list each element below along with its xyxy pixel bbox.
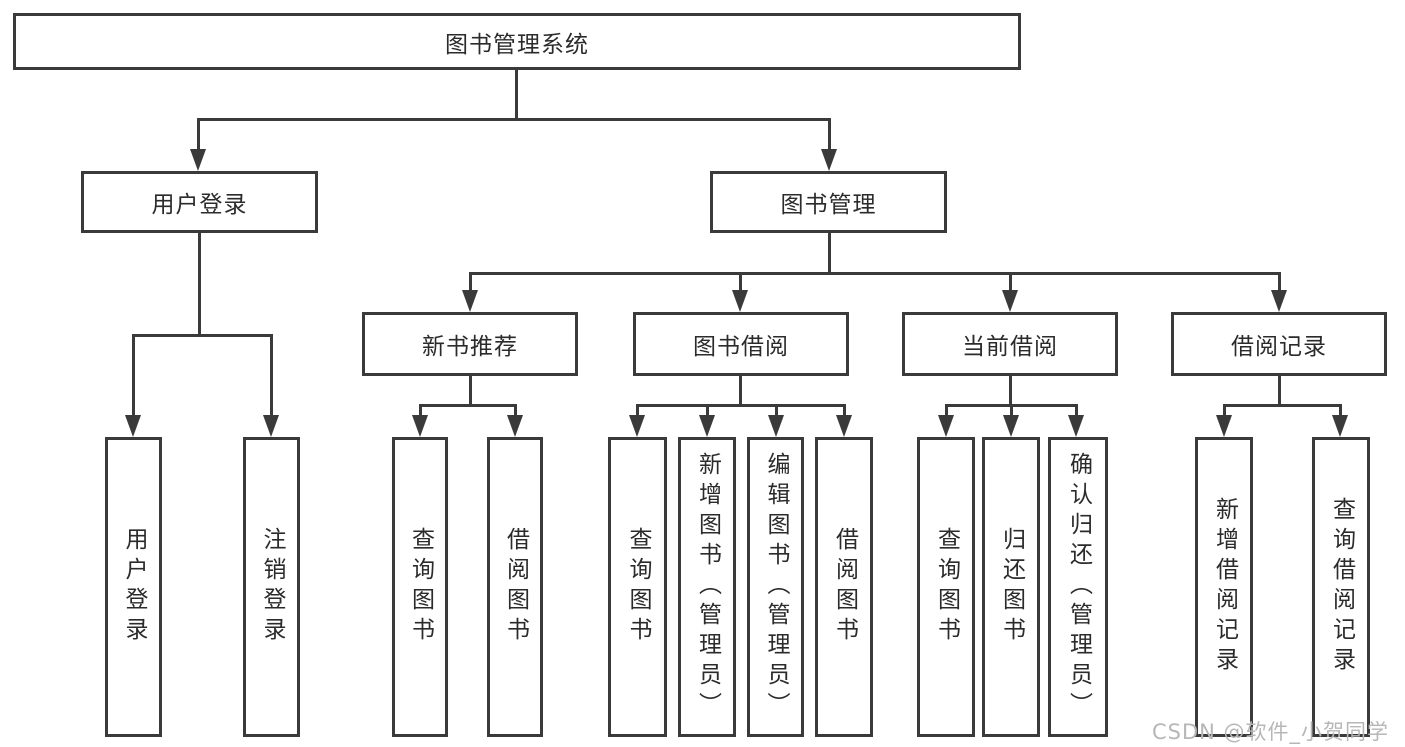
leaf-newbook-query-books: 查询图书 bbox=[392, 437, 448, 737]
node-label: 确认归还（管理员） bbox=[1065, 452, 1092, 722]
leaf-current-query-books: 查询图书 bbox=[917, 437, 975, 737]
arrow-down-icon bbox=[938, 415, 954, 437]
connector-line bbox=[1223, 404, 1342, 407]
node-label: 借阅记录 bbox=[1231, 334, 1327, 360]
connector-line bbox=[469, 272, 472, 302]
arrow-down-icon bbox=[629, 415, 645, 437]
arrow-down-icon bbox=[1068, 415, 1084, 437]
arrow-down-icon bbox=[1271, 290, 1287, 312]
node-label: 用户登录 bbox=[151, 192, 248, 218]
connector-line bbox=[739, 376, 742, 407]
connector-line bbox=[197, 118, 831, 121]
leaf-current-return-books: 归还图书 bbox=[982, 437, 1040, 737]
arrow-down-icon bbox=[190, 149, 206, 171]
connector-line bbox=[469, 376, 472, 407]
arrow-down-icon bbox=[125, 415, 141, 437]
connector-line bbox=[636, 404, 846, 407]
arrow-down-icon bbox=[462, 290, 478, 312]
node-label: 编辑图书（管理员） bbox=[763, 452, 789, 722]
leaf-current-confirm-return-admin: 确认归还（管理员） bbox=[1048, 437, 1108, 737]
connector-line bbox=[419, 404, 517, 407]
watermark: CSDN @软件_小贺同学 bbox=[1152, 720, 1390, 744]
arrow-down-icon bbox=[732, 290, 748, 312]
connector-line bbox=[132, 334, 273, 337]
node-label: 用户登录 bbox=[121, 527, 147, 647]
connector-line bbox=[198, 233, 201, 337]
node-label: 借阅图书 bbox=[502, 527, 529, 647]
leaf-borrow-edit-books-admin: 编辑图书（管理员） bbox=[747, 437, 804, 737]
leaf-logout-login: 注销登录 bbox=[243, 437, 300, 737]
connector-line bbox=[515, 70, 518, 120]
node-library-system: 图书管理系统 bbox=[13, 13, 1021, 70]
node-user-login: 用户登录 bbox=[81, 171, 318, 233]
node-label: 新书推荐 bbox=[422, 334, 518, 360]
connector-line bbox=[1009, 272, 1012, 302]
node-label: 借阅图书 bbox=[831, 527, 858, 647]
connector-line bbox=[828, 233, 831, 274]
node-label: 查询图书 bbox=[625, 527, 651, 647]
connector-line bbox=[1278, 272, 1281, 302]
arrow-down-icon bbox=[412, 415, 428, 437]
connector-line bbox=[1009, 376, 1012, 407]
connector-line bbox=[739, 272, 742, 302]
node-label: 图书借阅 bbox=[693, 334, 789, 360]
connector-line bbox=[197, 118, 200, 158]
leaf-newbook-borrow-books: 借阅图书 bbox=[487, 437, 543, 737]
leaf-user-login: 用户登录 bbox=[105, 437, 162, 737]
node-new-book-recommendation: 新书推荐 bbox=[362, 312, 578, 376]
connector-line bbox=[828, 118, 831, 158]
node-book-borrowing: 图书借阅 bbox=[633, 312, 849, 376]
connector-line bbox=[270, 334, 273, 429]
node-label: 图书管理系统 bbox=[445, 31, 589, 58]
arrow-down-icon bbox=[1332, 415, 1348, 437]
leaf-borrow-query-books: 查询图书 bbox=[608, 437, 667, 737]
node-label: 查询图书 bbox=[407, 527, 434, 647]
leaf-borrow-borrow-books: 借阅图书 bbox=[815, 437, 873, 737]
arrow-down-icon bbox=[699, 415, 715, 437]
node-label: 新增图书（管理员） bbox=[694, 452, 721, 722]
arrow-down-icon bbox=[507, 415, 523, 437]
connector-line bbox=[1278, 376, 1281, 407]
node-label: 注销登录 bbox=[259, 527, 285, 647]
node-current-borrowing: 当前借阅 bbox=[902, 312, 1118, 376]
connector-line bbox=[469, 272, 1281, 275]
node-label: 新增借阅记录 bbox=[1211, 497, 1238, 677]
arrow-down-icon bbox=[263, 415, 279, 437]
node-book-management: 图书管理 bbox=[710, 171, 947, 233]
node-label: 归还图书 bbox=[998, 527, 1025, 647]
arrow-down-icon bbox=[1003, 415, 1019, 437]
arrow-down-icon bbox=[821, 149, 837, 171]
arrow-down-icon bbox=[836, 415, 852, 437]
connector-line bbox=[132, 334, 135, 429]
leaf-borrow-add-books-admin: 新增图书（管理员） bbox=[678, 437, 736, 737]
arrow-down-icon bbox=[1216, 415, 1232, 437]
leaf-records-add-record: 新增借阅记录 bbox=[1195, 437, 1253, 737]
node-label: 当前借阅 bbox=[962, 334, 1058, 360]
node-label: 图书管理 bbox=[780, 192, 877, 218]
leaf-records-query-record: 查询借阅记录 bbox=[1312, 437, 1370, 737]
node-label: 查询图书 bbox=[933, 527, 960, 647]
arrow-down-icon bbox=[768, 415, 784, 437]
node-borrowing-records: 借阅记录 bbox=[1171, 312, 1387, 376]
node-label: 查询借阅记录 bbox=[1328, 497, 1355, 677]
arrow-down-icon bbox=[1002, 290, 1018, 312]
